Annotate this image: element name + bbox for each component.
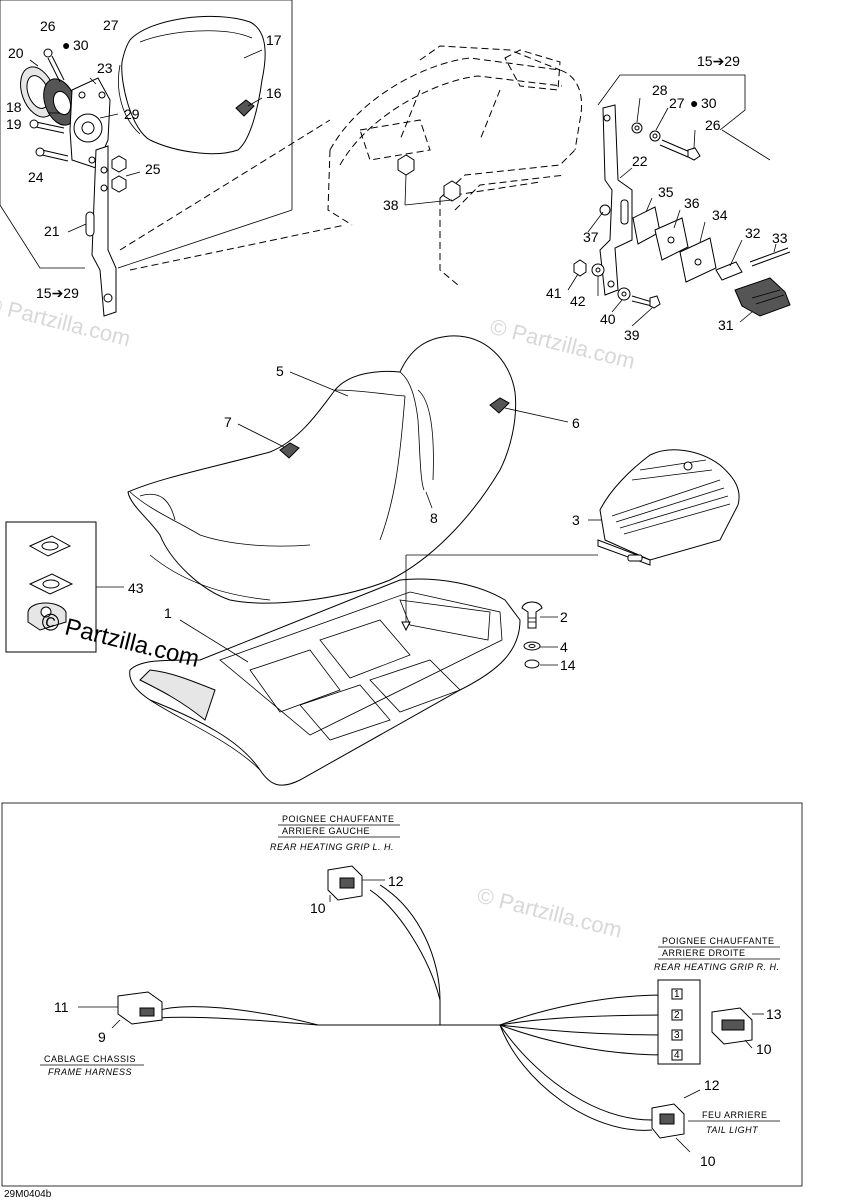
rear-right-grip-label-fr-1: POIGNEE CHAUFFANTE (662, 936, 775, 946)
callout-20: 20 (8, 45, 24, 61)
wiring-labels: POIGNEE CHAUFFANTE ARRIERE GAUCHE REAR H… (40, 814, 780, 1135)
callout-21: 21 (44, 223, 60, 239)
callout-13: 13 (766, 1006, 782, 1022)
callout-kit-range-left: 15➔29 (36, 285, 79, 301)
luggage-rack (327, 45, 583, 286)
callout-22: 22 (632, 153, 648, 169)
callout-23: 23 (97, 60, 113, 76)
callout-10-left-grip: 10 (310, 900, 326, 916)
callout-29: 29 (124, 106, 140, 122)
right-bracket-kit-frame (597, 74, 771, 161)
rack-mounting-dash (119, 119, 331, 251)
backrest-cushion (118, 15, 266, 155)
callout-43: 43 (128, 580, 144, 596)
oil-drop-icon: ● (62, 37, 70, 53)
pin-label-3: 3 (674, 1030, 680, 1041)
callout-42: 42 (570, 293, 586, 309)
callout-19: 19 (6, 116, 22, 132)
callout-17: 17 (266, 32, 282, 48)
callout-26-left: 26 (40, 18, 56, 34)
callout-38: 38 (383, 197, 399, 213)
oil-drop-icon: ● (690, 95, 698, 111)
callout-30-right: 30 (701, 95, 717, 111)
tail-light-label-fr: FEU ARRIERE (702, 1110, 768, 1120)
callout-8: 8 (430, 510, 438, 526)
callout-12-tail: 12 (704, 1077, 720, 1093)
callout-kit-range-right: 15➔29 (697, 53, 740, 69)
callout-11: 11 (54, 999, 69, 1015)
callout-1: 1 (164, 605, 172, 621)
drawing-reference: 29M0404b (4, 1189, 52, 1200)
callout-39: 39 (624, 327, 640, 343)
rack-mounting-dash (129, 224, 346, 271)
callout-33: 33 (772, 230, 788, 246)
callout-35: 35 (658, 184, 674, 200)
callout-4: 4 (560, 639, 568, 655)
right-bracket-assembly (573, 104, 791, 317)
pin-label-2: 2 (674, 1010, 680, 1021)
rear-right-grip-label-en: REAR HEATING GRIP R. H. (654, 962, 780, 972)
callout-7: 7 (224, 414, 232, 430)
rear-left-grip-label-fr-1: POIGNEE CHAUFFANTE (282, 814, 395, 824)
rack-nuts (397, 154, 461, 202)
callout-9: 9 (98, 1029, 106, 1045)
storage-tray (597, 449, 740, 566)
rear-left-grip-label-en: REAR HEATING GRIP L. H. (270, 842, 394, 852)
callout-16: 16 (266, 85, 282, 101)
seat-leader-lines (179, 371, 602, 666)
grommet-kit-box (5, 521, 124, 653)
callout-numbers: 26 27 ● 30 20 23 18 19 29 17 16 25 24 21… (6, 17, 788, 673)
callout-32: 32 (745, 225, 761, 241)
grip-hinge-assembly (20, 48, 127, 317)
callout-2: 2 (560, 609, 568, 625)
wiring-callouts: 12 10 11 9 13 10 12 10 (54, 873, 782, 1169)
wiring-diagram-frame (1, 802, 803, 1187)
callout-10-right-grip: 10 (756, 1041, 772, 1057)
callout-6: 6 (572, 415, 580, 431)
callout-26-right: 26 (705, 117, 721, 133)
callout-5: 5 (276, 363, 284, 379)
rear-right-grip-label-fr-2: ARRIERE DROITE (662, 948, 746, 958)
tail-light-label-en: TAIL LIGHT (706, 1125, 759, 1135)
callout-12-left-grip: 12 (388, 873, 404, 889)
backrest-kit-frame (0, 0, 293, 269)
callout-28: 28 (652, 82, 668, 98)
watermark: © Partzilla.com (475, 883, 625, 943)
callout-37: 37 (583, 229, 599, 245)
callout-3: 3 (572, 512, 580, 528)
pin-block (657, 979, 701, 1065)
pin-label-4: 4 (674, 1050, 680, 1061)
frame-harness-label-en: FRAME HARNESS (48, 1067, 132, 1077)
connector-frame-harness (78, 991, 163, 1029)
callout-18: 18 (6, 99, 22, 115)
connector-tail-light (651, 1089, 701, 1153)
pin-label-1: 1 (674, 989, 680, 1000)
callout-27-left: 27 (103, 17, 119, 33)
connector-rear-left (327, 865, 385, 902)
callout-41: 41 (546, 285, 562, 301)
callout-24: 24 (28, 169, 44, 185)
callout-25: 25 (145, 161, 161, 177)
frame-harness-label-fr: CABLAGE CHASSIS (44, 1054, 136, 1064)
harness-wires (159, 884, 666, 1131)
callout-40: 40 (600, 311, 616, 327)
seat-assembly (127, 335, 517, 604)
callout-31: 31 (718, 317, 734, 333)
callout-10-tail: 10 (700, 1153, 716, 1169)
seat-base (129, 555, 521, 786)
callout-34: 34 (712, 207, 728, 223)
callout-30-left: 30 (73, 37, 89, 53)
callout-27-right: 27 (669, 95, 685, 111)
callout-14: 14 (560, 657, 576, 673)
rear-left-grip-label-fr-2: ARRIERE GAUCHE (282, 826, 370, 836)
connector-rear-right (711, 1007, 764, 1049)
seat-base-fasteners (521, 601, 543, 669)
callout-36: 36 (684, 195, 700, 211)
leader-lines (29, 49, 777, 327)
